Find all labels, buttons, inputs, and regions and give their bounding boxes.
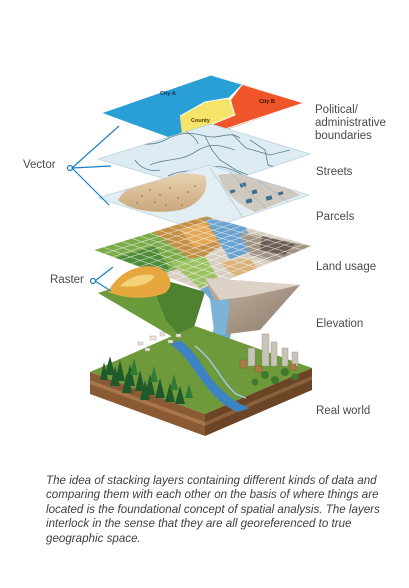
vector-group-label: Vector: [23, 159, 56, 171]
gis-layer-diagram: City A City B County: [66, 74, 312, 436]
city-b-region: [208, 84, 304, 136]
raster-connector: [89, 266, 114, 292]
city-a-region: [101, 75, 243, 143]
elevation-layer: [98, 266, 300, 346]
streets-layer-label: Streets: [316, 166, 353, 178]
vector-connector: [66, 125, 120, 206]
elevation-layer-label: Elevation: [316, 318, 364, 330]
figure-caption: The idea of stacking layers containing d…: [46, 473, 380, 545]
county-label: County: [191, 118, 211, 124]
parcels-layer: [96, 164, 311, 232]
political-layer-label: Political/ administrative boundaries: [315, 104, 386, 142]
city-a-label: City A: [160, 91, 176, 97]
city-b-label: City B: [259, 99, 275, 105]
parcels-layer-label: Parcels: [316, 211, 355, 223]
real-world-layer: [90, 326, 312, 436]
real-world-layer-label: Real world: [316, 405, 371, 417]
land-usage-layer-label: Land usage: [316, 261, 377, 273]
political-boundaries-layer: City A City B County: [99, 74, 306, 144]
raster-group-label: Raster: [50, 274, 84, 286]
